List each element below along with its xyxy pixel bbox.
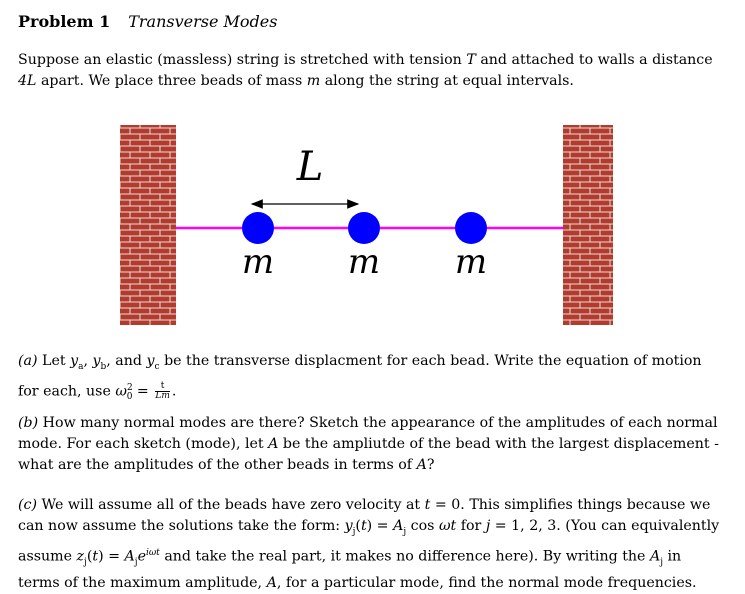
spacing-label: L bbox=[296, 144, 324, 190]
intro-paragraph: Suppose an elastic (massless) string is … bbox=[18, 52, 713, 89]
bead-1 bbox=[242, 212, 274, 244]
bead-label-2: m bbox=[348, 242, 380, 282]
part-a: (a) Let ya, yb, and yc be the transverse… bbox=[18, 353, 702, 403]
problem-heading: Problem 1 Transverse Modes bbox=[18, 12, 277, 31]
part-c: (c) We will assume all of the beads have… bbox=[18, 497, 720, 592]
bead-2 bbox=[348, 212, 380, 244]
problem-number: Problem 1 bbox=[18, 12, 111, 31]
part-b: (b) How many normal modes are there? Ske… bbox=[18, 415, 719, 473]
left-wall bbox=[120, 125, 176, 325]
right-wall bbox=[563, 125, 613, 325]
problem-topic: Transverse Modes bbox=[128, 12, 278, 31]
part-c-label: (c) bbox=[18, 497, 38, 513]
bead-label-1: m bbox=[242, 242, 274, 282]
bead-3 bbox=[455, 212, 487, 244]
part-a-label: (a) bbox=[18, 353, 38, 369]
bead-string-figure: L m m m bbox=[120, 125, 613, 325]
bead-label-3: m bbox=[455, 242, 487, 282]
part-b-label: (b) bbox=[18, 415, 39, 431]
